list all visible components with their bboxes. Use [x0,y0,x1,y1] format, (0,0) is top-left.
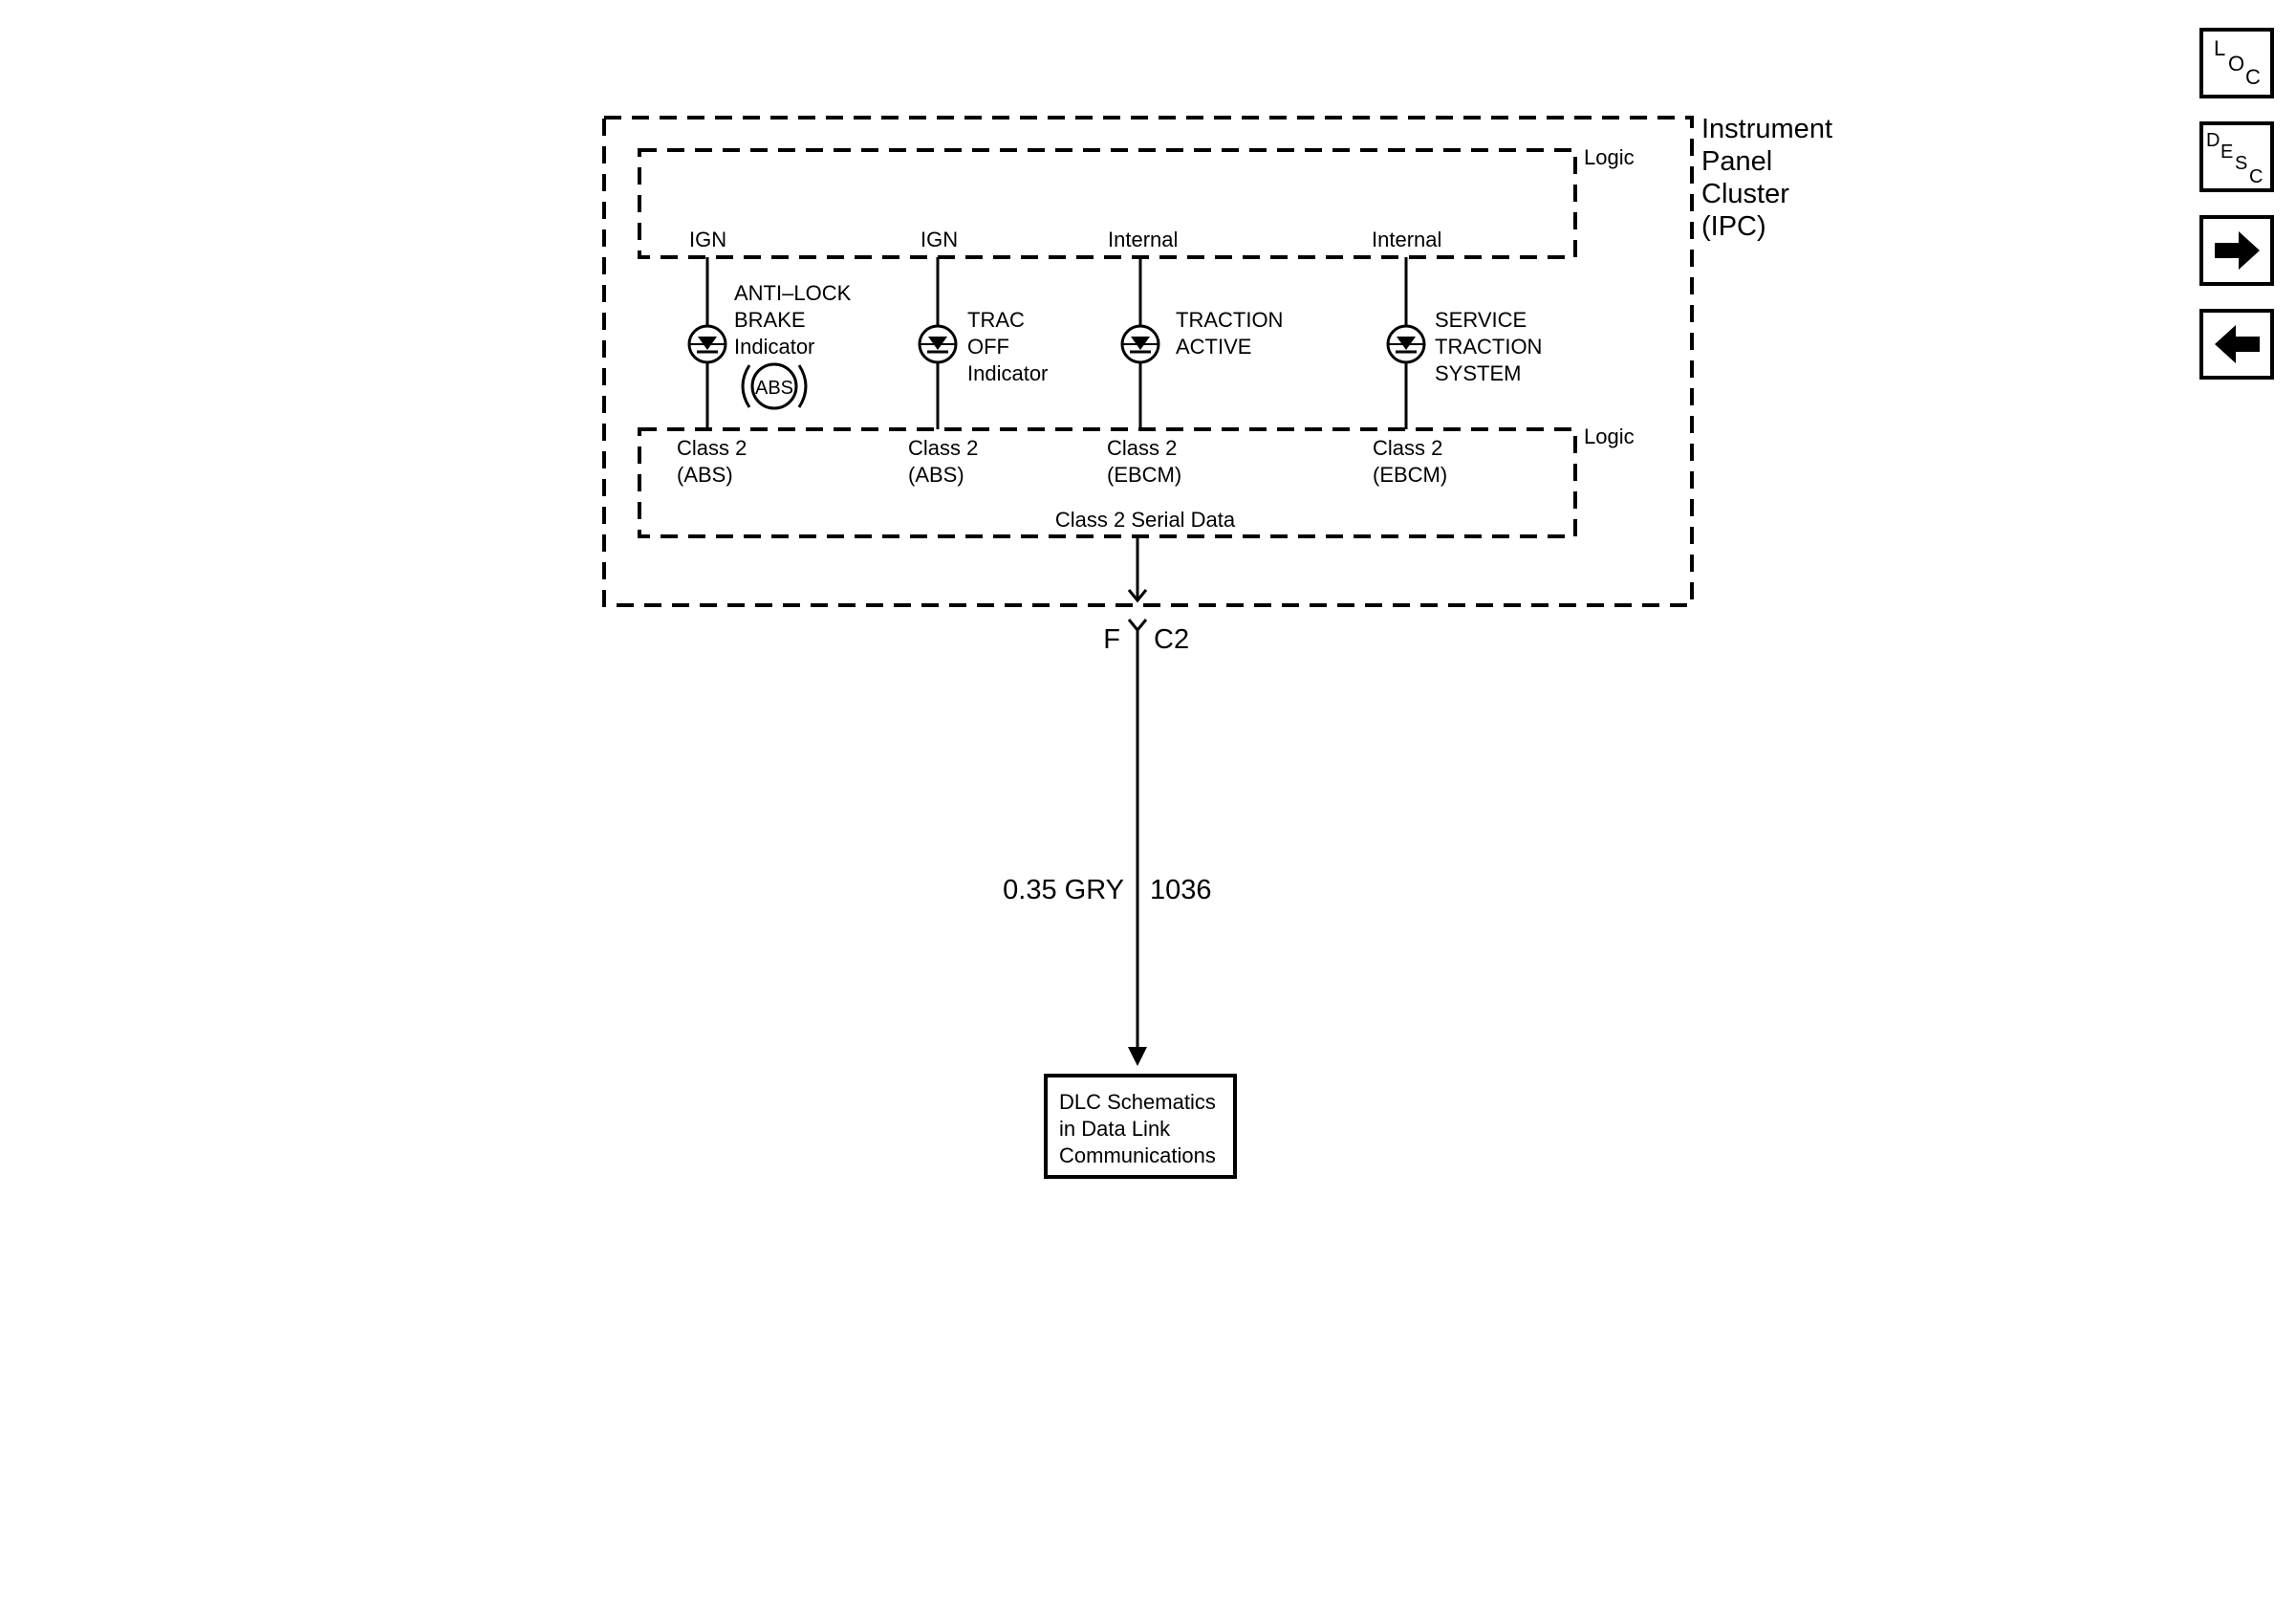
arrow-right-icon [2215,231,2260,270]
indicator-trac-off-name-line-3: Indicator [967,361,1048,385]
ipc-module-outline [602,116,1694,607]
indicator-trac-off-bottom-line-1: Class 2 [908,436,978,460]
dlc-line-1: DLC Schematics [1059,1090,1216,1114]
indicator-abs-name-line-2: BRAKE [734,308,806,332]
indicator-abs-top-label: IGN [689,228,726,251]
desc-letter-2: E [2220,142,2233,163]
lamp-icon [918,324,958,364]
logic-block-top [638,148,1577,259]
serial-data-label: Class 2 Serial Data [1055,508,1236,532]
indicator-traction-active-bottom-line-1: Class 2 [1107,436,1177,460]
indicator-abs-bottom-line-2: (ABS) [677,463,733,487]
abs-symbol-icon: ABS [741,362,808,410]
loc-letter-1: L [2214,36,2225,60]
lamp-icon [687,324,727,364]
indicator-traction-active-top-label: Internal [1108,228,1178,251]
arrow-left-icon [2215,325,2260,363]
indicator-trac-off-name-line-2: OFF [967,335,1009,359]
ipc-name-line-2: Panel [1701,146,1772,177]
ipc-name-line-4: (IPC) [1701,211,1766,242]
desc-letter-1: D [2206,130,2220,151]
indicator-abs-name-line-3: Indicator [734,335,814,359]
connector-pin: F [1103,624,1120,655]
connector-name: C2 [1154,624,1189,655]
lamp-icon [1386,324,1426,364]
indicator-trac-off-bottom-line-2: (ABS) [908,463,964,487]
indicator-service-traction-top-label: Internal [1372,228,1441,251]
logic-block-bottom [638,427,1577,538]
indicator-traction-active-name-line-1: TRACTION [1176,308,1283,332]
indicator-trac-off-name-line-1: TRAC [967,308,1025,332]
indicator-service-traction-name-line-2: TRACTION [1435,335,1542,359]
indicator-service-traction-bottom-line-1: Class 2 [1373,436,1442,460]
logic-bottom-label: Logic [1584,425,1635,448]
ipc-name-line-1: Instrument [1701,114,1832,144]
wire-circuit-number: 1036 [1150,875,1212,905]
indicator-abs-bottom-line-1: Class 2 [677,436,747,460]
indicator-trac-off: IGN TRAC OFF Indicator Class 2 (ABS) [908,228,1048,487]
loc-letter-3: C [2245,65,2261,89]
indicator-trac-off-top-label: IGN [921,228,958,251]
lamp-icon [1120,324,1160,364]
indicator-traction-active-name-line-2: ACTIVE [1176,335,1251,359]
desc-letter-3: S [2235,153,2247,174]
indicator-abs-name-line-1: ANTI–LOCK [734,281,852,305]
abs-symbol-text: ABS [755,378,793,399]
next-page-button[interactable] [2199,215,2274,286]
wire-arrow-icon [1128,1047,1147,1066]
previous-page-button[interactable] [2199,309,2274,380]
indicator-traction-active-bottom-line-2: (EBCM) [1107,463,1181,487]
desc-letter-4: C [2249,166,2263,187]
indicator-abs: IGN ANTI–LOCK BRAKE Indicator ABS Class … [677,228,852,487]
ipc-name-line-3: Cluster [1701,179,1789,209]
description-button[interactable]: D E S C [2199,121,2274,192]
dlc-reference-box[interactable]: DLC Schematics in Data Link Communicatio… [1044,1074,1237,1179]
indicator-service-traction-bottom-line-2: (EBCM) [1373,463,1447,487]
location-button[interactable]: L O C [2199,28,2274,98]
indicator-traction-active: Internal TRACTION ACTIVE Class 2 (EBCM) [1107,228,1283,487]
indicator-service-traction-name-line-1: SERVICE [1435,308,1527,332]
ipc-module-name: Instrument Panel Cluster (IPC) [1701,114,1832,242]
dlc-line-3: Communications [1059,1143,1216,1167]
wire-spec: 0.35 GRY [1003,875,1124,905]
logic-top-label: Logic [1584,145,1635,169]
indicator-service-traction-name-line-3: SYSTEM [1435,361,1521,385]
dlc-line-2: in Data Link [1059,1117,1171,1141]
loc-letter-2: O [2228,52,2244,76]
indicator-service-traction: Internal SERVICE TRACTION SYSTEM Class 2… [1372,228,1542,487]
